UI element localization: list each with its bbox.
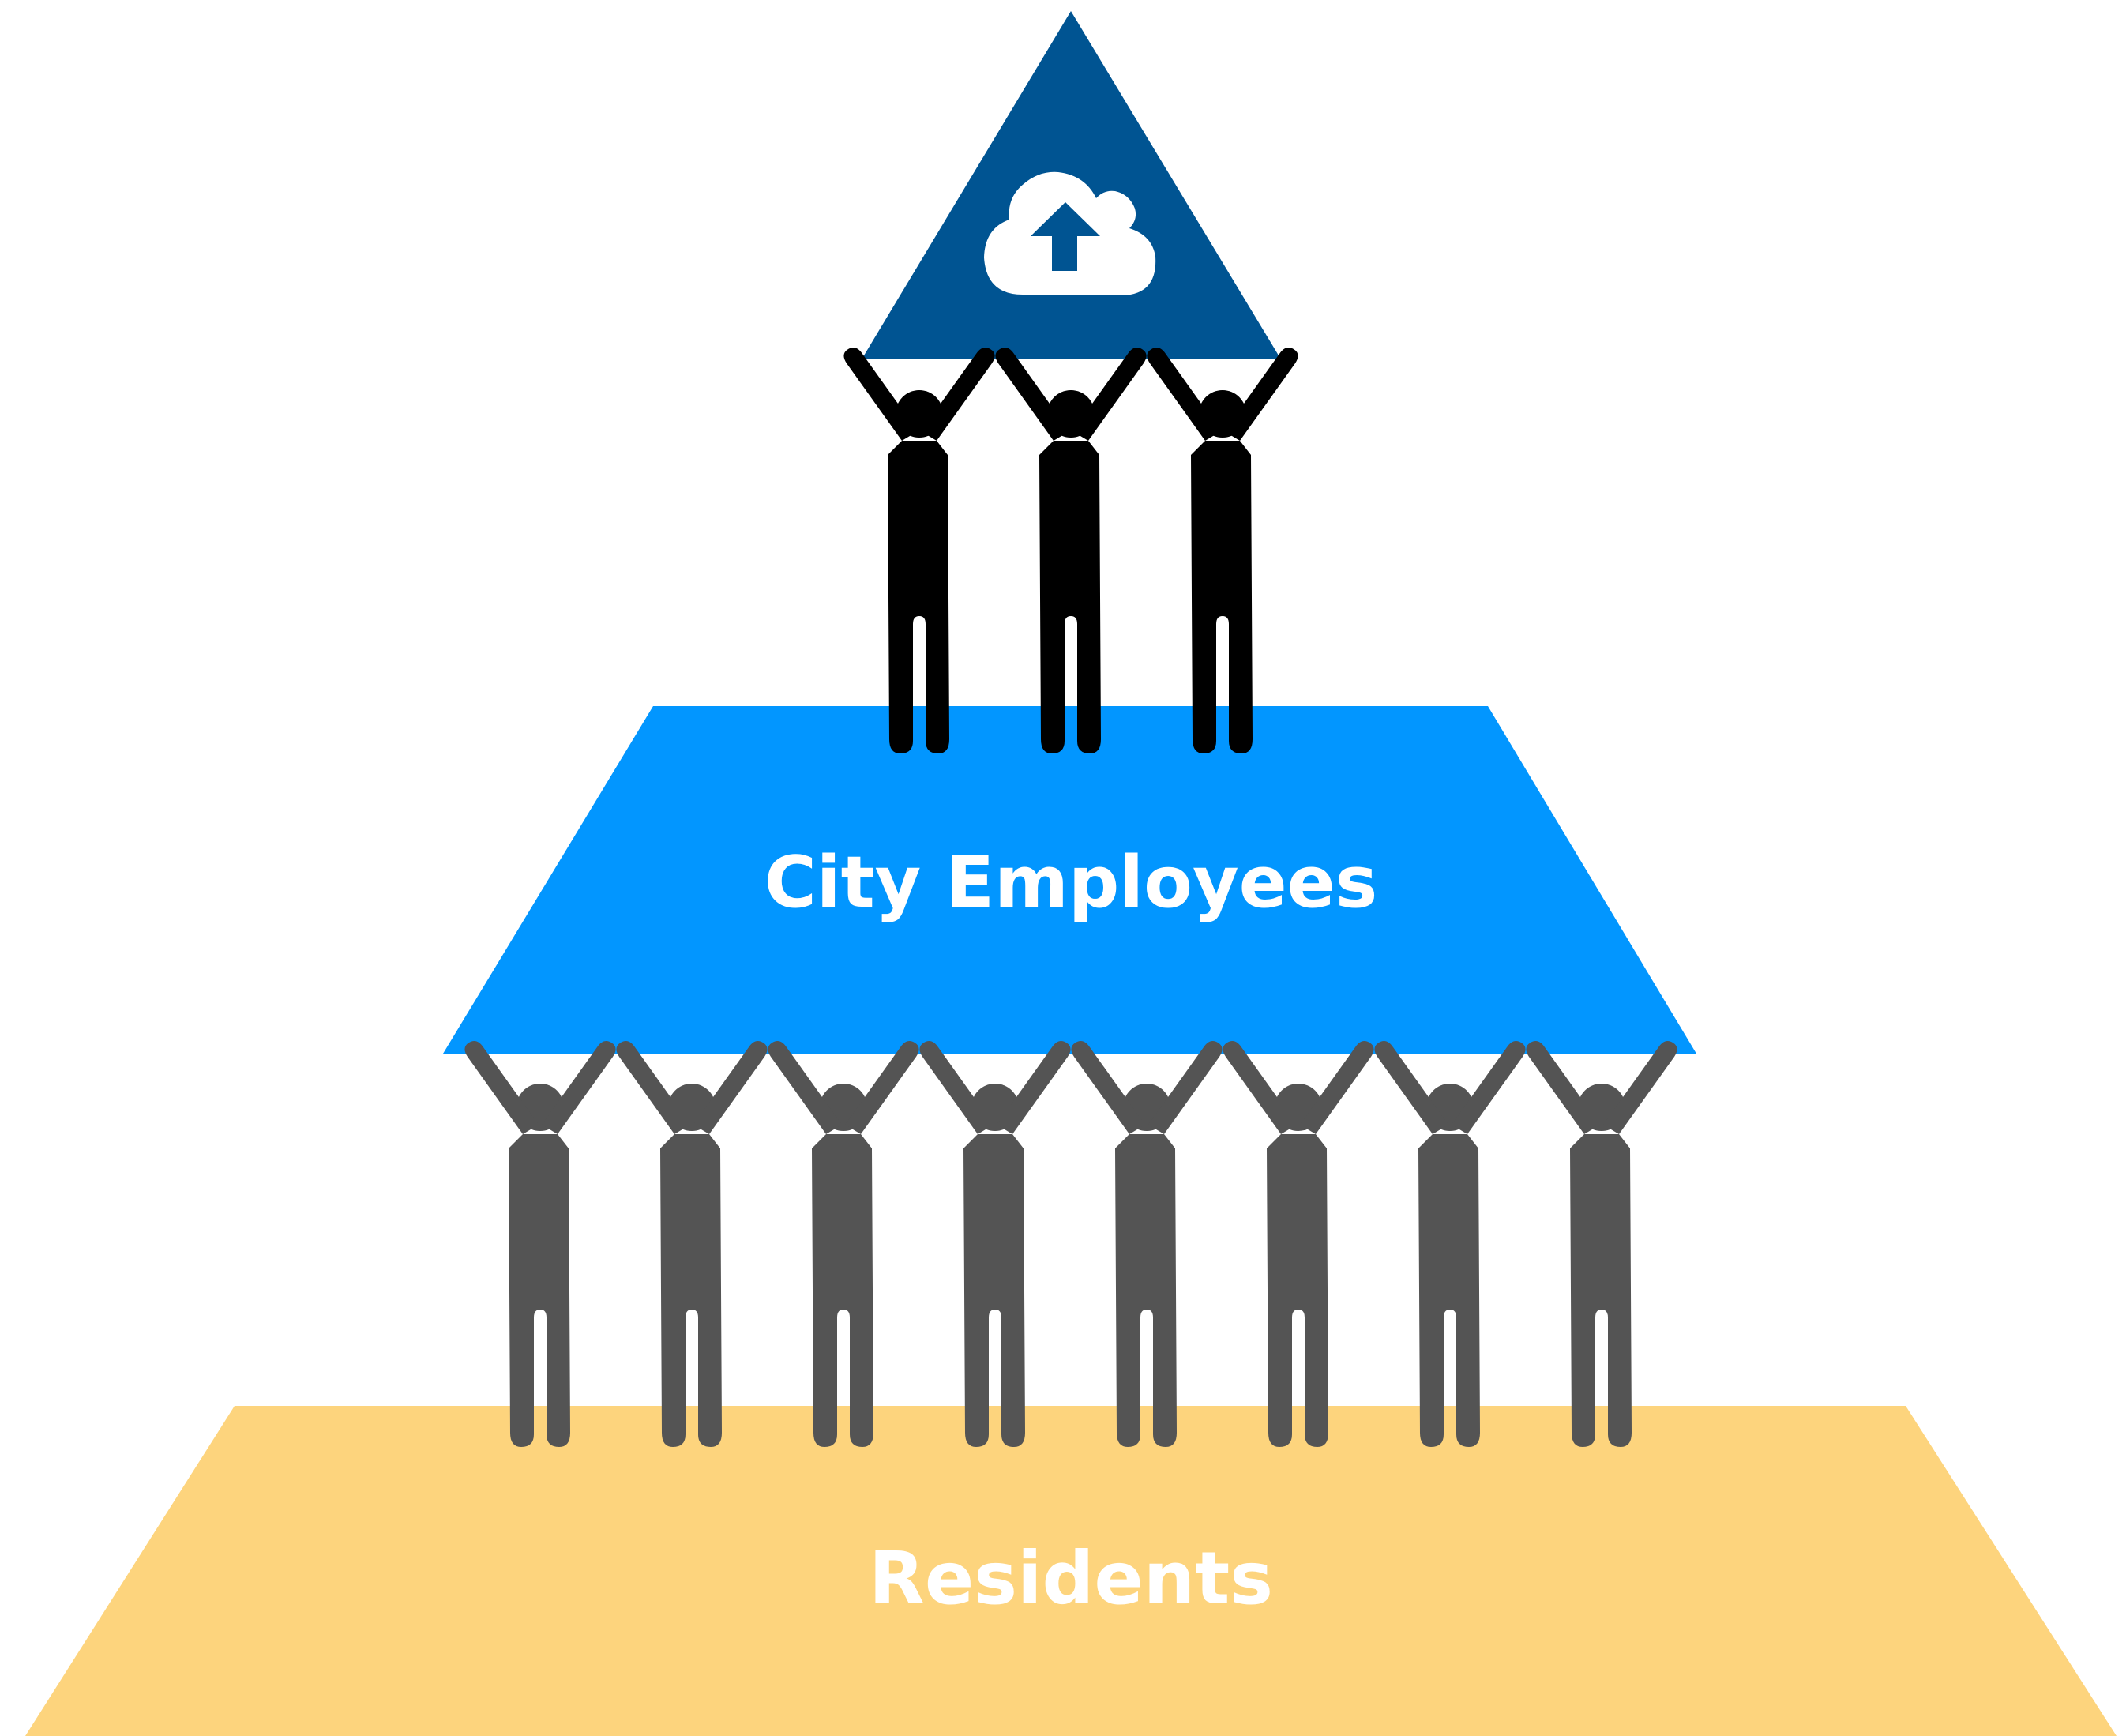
person-figure-icon <box>768 1041 919 1447</box>
city-employees-tier-label: City Employees <box>764 841 1378 924</box>
person-figure-icon <box>1223 1041 1374 1447</box>
residents-tier-shape <box>25 1406 2117 1736</box>
person-figure-icon <box>464 1041 616 1447</box>
lower-figures-row <box>464 1041 1677 1447</box>
person-figure-icon <box>843 348 995 753</box>
city-employees-tier-shape <box>443 706 1696 1054</box>
person-figure-icon <box>1374 1041 1526 1447</box>
person-figure-icon <box>995 348 1147 753</box>
person-figure-icon <box>1071 1041 1223 1447</box>
person-figure-icon <box>1147 348 1298 753</box>
upper-figures-row <box>843 348 1298 753</box>
person-figure-icon <box>919 1041 1071 1447</box>
cloud-upload-icon <box>984 171 1156 295</box>
person-figure-icon <box>616 1041 768 1447</box>
person-figure-icon <box>1526 1041 1677 1447</box>
residents-tier-label: Residents <box>869 1536 1273 1621</box>
